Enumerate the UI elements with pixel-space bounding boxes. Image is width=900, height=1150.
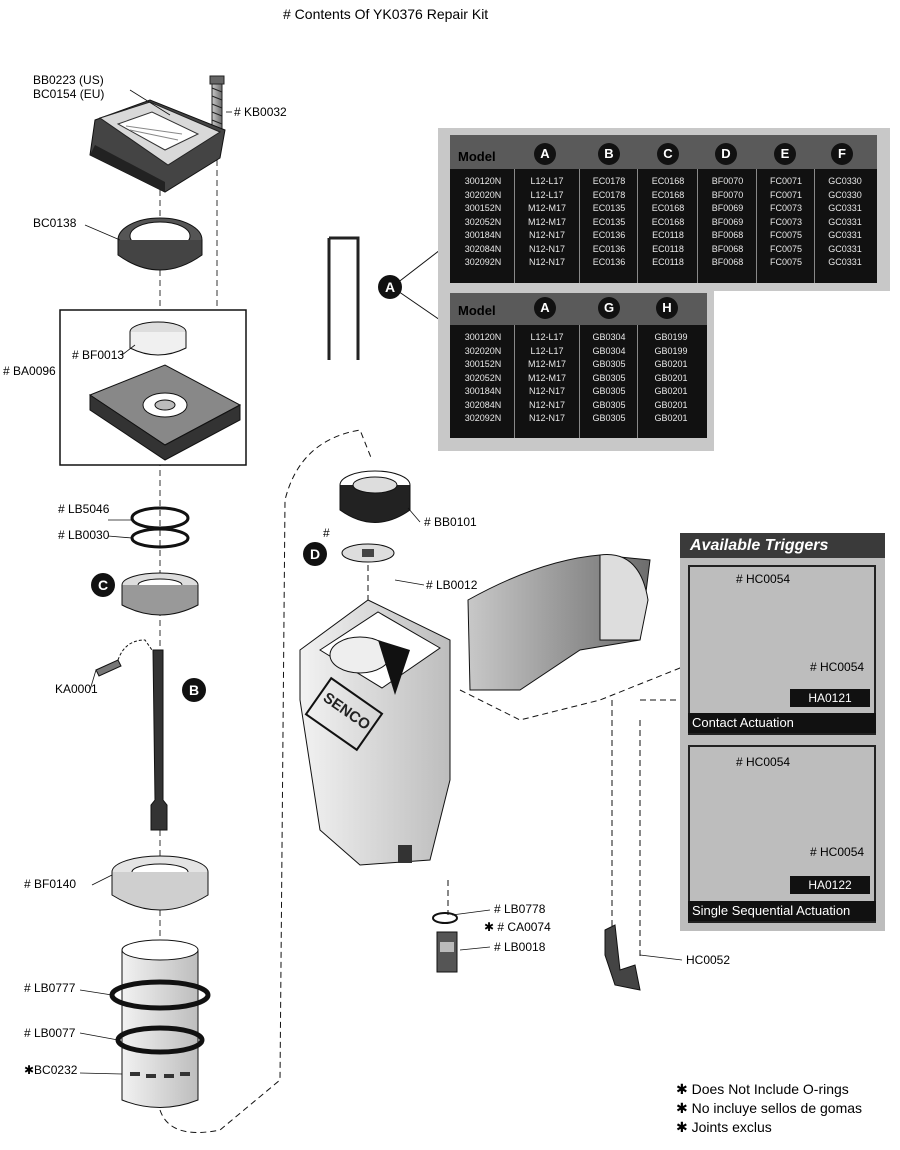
pin-ka0001 [95, 659, 122, 677]
table-1-header-f: F [831, 143, 853, 165]
callout-d: D [303, 542, 327, 566]
label-lb0077: # LB0077 [24, 1026, 76, 1040]
label-ka0001: KA0001 [55, 682, 98, 696]
available-triggers-title: Available Triggers [680, 533, 885, 558]
note-en: ✱ Does Not Include O-rings [676, 1081, 849, 1097]
label-bc0138: BC0138 [33, 216, 77, 230]
contact-trigger-code: HA0121 [790, 689, 870, 707]
table-2-header-a: A [534, 297, 556, 319]
label-d-hash: # [323, 526, 330, 540]
table-2-model-header: Model [458, 303, 496, 318]
table-1-header-d: D [715, 143, 737, 165]
o-ring-notes: ✱ Does Not Include O-rings ✱ No incluye … [676, 1080, 862, 1137]
diagram-title: # Contents Of YK0376 Repair Kit [283, 6, 489, 22]
contact-trigger-box [688, 565, 876, 735]
label-bf0013: # BF0013 [72, 348, 125, 362]
table-1-header-a: A [534, 143, 556, 165]
table-2-header-g: G [598, 297, 620, 319]
callout-a: A [378, 275, 402, 299]
valve-plate [88, 364, 242, 461]
label-lb0012: # LB0012 [426, 578, 478, 592]
bumper-bf0140 [111, 855, 209, 911]
sequential-trigger-name: Single Sequential Actuation [688, 901, 876, 921]
label-ba0096: # BA0096 [3, 364, 56, 378]
sequential-trigger-code: HA0122 [790, 876, 870, 894]
callout-c: C [91, 573, 115, 597]
label-lb0030: # LB0030 [58, 528, 110, 542]
gasket-bc0138 [117, 217, 203, 271]
label-lb0778: # LB0778 [494, 902, 546, 916]
sequential-hc0054-bottom: # HC0054 [810, 845, 865, 859]
contact-hc0054-bottom: # HC0054 [810, 660, 865, 674]
piston-c [121, 572, 199, 616]
label-bf0140: # BF0140 [24, 877, 77, 891]
label-lb0777: # LB0777 [24, 981, 76, 995]
sequential-hc0054-top: # HC0054 [736, 755, 791, 769]
trigger-valve [432, 912, 458, 973]
label-ca0074: ✱ # CA0074 [484, 920, 551, 934]
table-2-header-h: H [656, 297, 678, 319]
screw-kb0032 [209, 75, 225, 131]
table-1-header-b: B [598, 143, 620, 165]
note-fr: ✱ Joints exclus [676, 1119, 772, 1135]
contact-hc0054-top: # HC0054 [736, 572, 791, 586]
label-bc0232: ✱BC0232 [24, 1063, 78, 1077]
nailer-housing [299, 554, 651, 866]
note-es: ✱ No incluye sellos de gomas [676, 1100, 863, 1116]
driver-blade [150, 649, 168, 831]
table-1-header-e: E [774, 143, 796, 165]
label-lb0018: # LB0018 [494, 940, 546, 954]
label-bb0101: # BB0101 [424, 515, 477, 529]
table-1-header-c: C [657, 143, 679, 165]
cylinder-cap [89, 99, 226, 193]
staple-a [327, 236, 360, 360]
contact-trigger-name: Contact Actuation [688, 713, 876, 733]
table-1-model-header: Model [458, 149, 496, 164]
sequential-trigger-box [688, 745, 876, 923]
trigger-hc0052 [604, 924, 641, 991]
label-bc0154: BC0154 (EU) [33, 87, 105, 101]
cylinder-bc0232 [109, 939, 211, 1108]
callout-b: B [182, 678, 206, 702]
label-lb5046: # LB5046 [58, 502, 110, 516]
cap-bb0101 [339, 470, 411, 523]
valve-bf0013 [129, 321, 187, 356]
label-hc0052: HC0052 [686, 953, 731, 967]
label-kb0032: # KB0032 [234, 105, 287, 119]
label-bb0223: BB0223 (US) [33, 73, 104, 87]
